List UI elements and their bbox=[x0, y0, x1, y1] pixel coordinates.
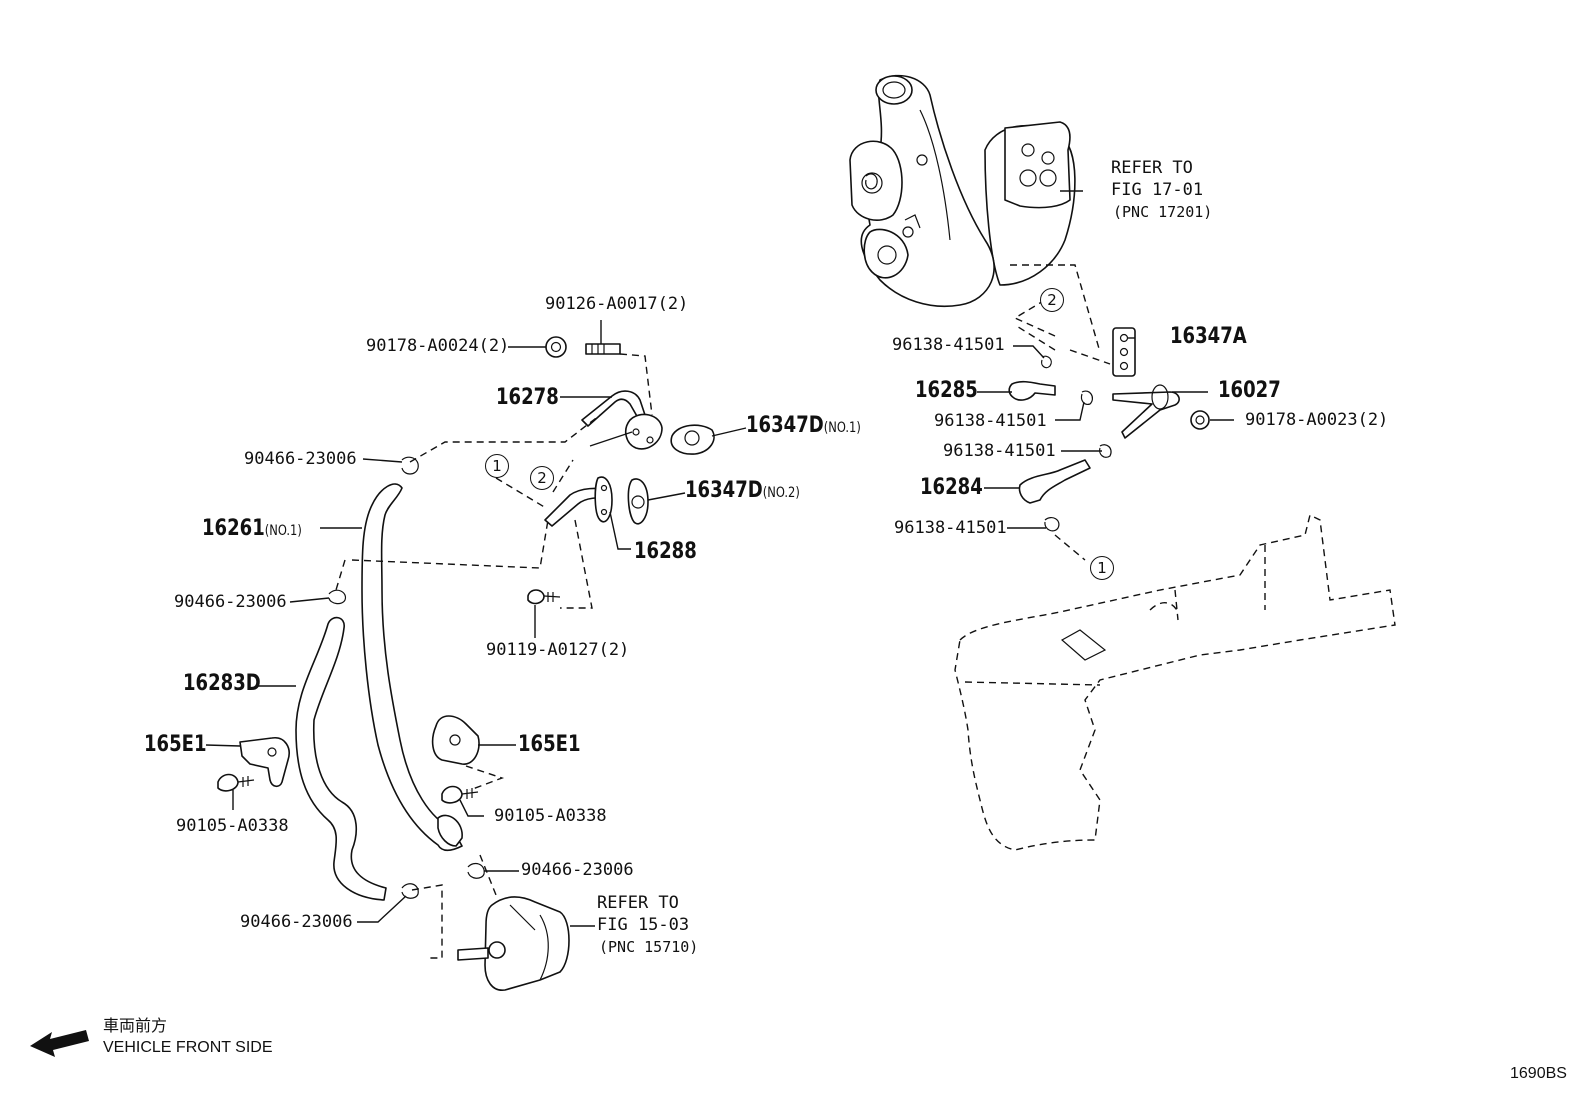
label-16347D-no2-suffix: (NO.2) bbox=[762, 485, 800, 501]
marker-1-right: 1 bbox=[1090, 556, 1114, 580]
marker-1-left: 1 bbox=[485, 454, 509, 478]
label-90466-23006-lower-left: 90466-23006 bbox=[240, 912, 353, 932]
label-16284: 16284 bbox=[920, 475, 983, 500]
label-90105-A0338-right: 90105-A0338 bbox=[494, 806, 607, 826]
label-16347D-no1-code: 16347D bbox=[746, 413, 824, 438]
label-90119-A0127: 90119-A0127(2) bbox=[486, 640, 630, 660]
label-16347D-no1: 16347D(NO.1) bbox=[746, 415, 861, 437]
label-90466-23006-lower-right: 90466-23006 bbox=[521, 860, 634, 880]
label-90126-A0017: 90126-A0017(2) bbox=[545, 294, 689, 314]
label-165E1-right: 165E1 bbox=[518, 732, 581, 757]
turbo-ref-line2: FIG 17-01 bbox=[1111, 180, 1204, 200]
turbo-ref-line3: (PNC 17201) bbox=[1113, 203, 1213, 221]
cooler-ref-line3: (PNC 15710) bbox=[599, 938, 699, 956]
marker-2-right: 2 bbox=[1040, 288, 1064, 312]
label-90466-23006-top: 90466-23006 bbox=[244, 449, 357, 469]
label-16027: 16027 bbox=[1218, 378, 1281, 403]
turbocharger-drawing bbox=[849, 74, 1076, 308]
label-96138-41501-c: 96138-41501 bbox=[943, 441, 1056, 461]
turbo-ref-line1: REFER TO bbox=[1111, 158, 1193, 178]
label-96138-41501-d: 96138-41501 bbox=[894, 518, 1007, 538]
marker-2-left: 2 bbox=[530, 466, 554, 490]
left-cluster-parts bbox=[217, 336, 715, 991]
front-direction-english: VEHICLE FRONT SIDE bbox=[103, 1039, 273, 1056]
label-90466-23006-mid: 90466-23006 bbox=[174, 592, 287, 612]
diagram-code: 1690BS bbox=[1510, 1065, 1567, 1082]
label-96138-41501-a: 96138-41501 bbox=[892, 335, 1005, 355]
engine-block-outline bbox=[954, 513, 1396, 851]
label-96138-41501-b: 96138-41501 bbox=[934, 411, 1047, 431]
label-16347A: 16347A bbox=[1170, 324, 1247, 349]
label-90105-A0338-left: 90105-A0338 bbox=[176, 816, 289, 836]
arrow-left-icon bbox=[30, 1030, 89, 1057]
label-16288: 16288 bbox=[634, 539, 697, 564]
label-16278: 16278 bbox=[496, 385, 559, 410]
cooler-ref-line1: REFER TO bbox=[597, 893, 679, 913]
label-16347D-no2: 16347D(NO.2) bbox=[685, 480, 800, 502]
leader-lines bbox=[205, 190, 1234, 927]
label-16261-code: 16261 bbox=[202, 516, 265, 541]
front-direction-japanese: 車両前方 bbox=[103, 1018, 168, 1035]
label-90178-A0024: 90178-A0024(2) bbox=[366, 336, 510, 356]
label-16347D-no2-code: 16347D bbox=[685, 478, 763, 503]
label-16347D-no1-suffix: (NO.1) bbox=[823, 420, 861, 436]
cooler-ref-line2: FIG 15-03 bbox=[597, 915, 690, 935]
label-90178-A0023: 90178-A0023(2) bbox=[1245, 410, 1389, 430]
label-16261-suffix: (NO.1) bbox=[264, 523, 302, 539]
label-165E1-left: 165E1 bbox=[144, 732, 207, 757]
label-16261-no1: 16261(NO.1) bbox=[202, 518, 302, 540]
label-16285: 16285 bbox=[915, 378, 978, 403]
label-16283D: 16283D bbox=[183, 671, 261, 696]
